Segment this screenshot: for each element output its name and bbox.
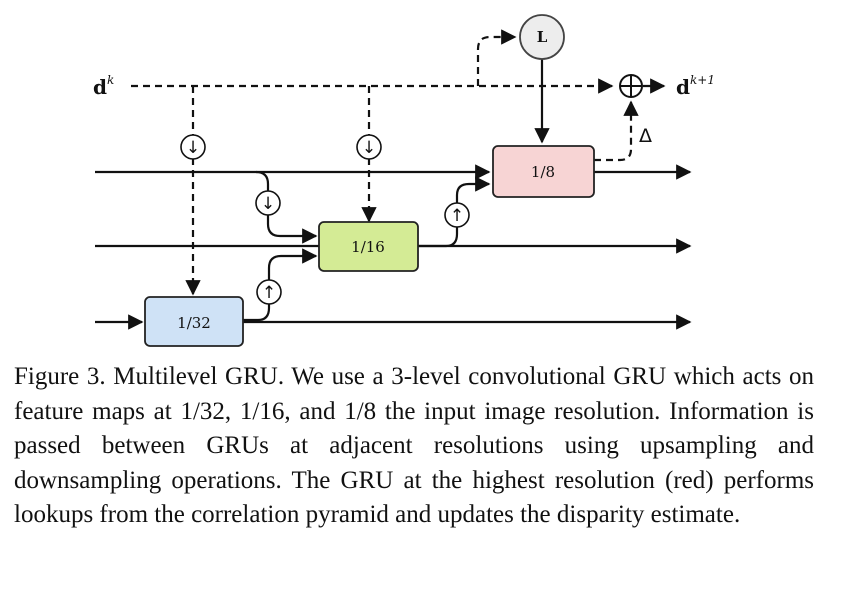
downsample-1-8-to-1-16 [255,170,318,244]
down-symbol-2: ↓ [356,134,382,160]
multilevel-gru-diagram: ↓ ↓ ↓ ↑ ↑ L 1/8 1/16 1/32 d k [93,14,715,347]
up-symbol-2: ↑ [256,279,282,305]
disparity-dashed-lines [131,29,639,296]
gru-box-1-32-label: 1/32 [177,314,211,332]
input-disparity-label: d k [93,73,114,99]
gru-box-1-32: 1/32 [144,296,244,347]
lookup-label: L [537,28,548,46]
gru-box-1-16-label: 1/16 [351,238,385,256]
up-arrow-icon: ↑ [262,283,276,303]
up-arrow-icon: ↑ [450,206,464,226]
gru-box-1-16-fill [318,221,419,272]
hidden-state-lines [95,58,692,330]
plus-icon [620,75,642,97]
lookup-node: L [519,14,565,60]
input-label-sup: k [107,73,114,87]
gru-box-1-8: 1/8 [492,145,595,198]
delta-label: Δ [639,125,652,147]
down-arrow-icon: ↓ [261,194,275,214]
figure-caption: Figure 3. Multilevel GRU. We use a 3-lev… [14,363,814,528]
down-symbol-1: ↓ [180,134,206,160]
output-disparity-label: d k+1 [676,73,715,99]
output-label-sup: k+1 [690,73,715,87]
gru-box-1-8-label: 1/8 [531,163,555,181]
down-symbol-3: ↓ [255,190,281,216]
input-label-base: d [93,75,107,99]
gru-box-1-16: 1/16 [318,221,419,272]
add-node [619,74,643,98]
disparity-to-lookup-line [476,29,517,86]
up-symbol-1: ↑ [444,202,470,228]
down-arrow-icon: ↓ [186,138,200,158]
down-arrow-icon: ↓ [362,138,376,158]
gru-box-1-32-fill [144,296,244,347]
output-label-base: d [676,75,690,99]
delta-connector [594,100,639,162]
gru-box-1-8-fill [492,145,595,198]
